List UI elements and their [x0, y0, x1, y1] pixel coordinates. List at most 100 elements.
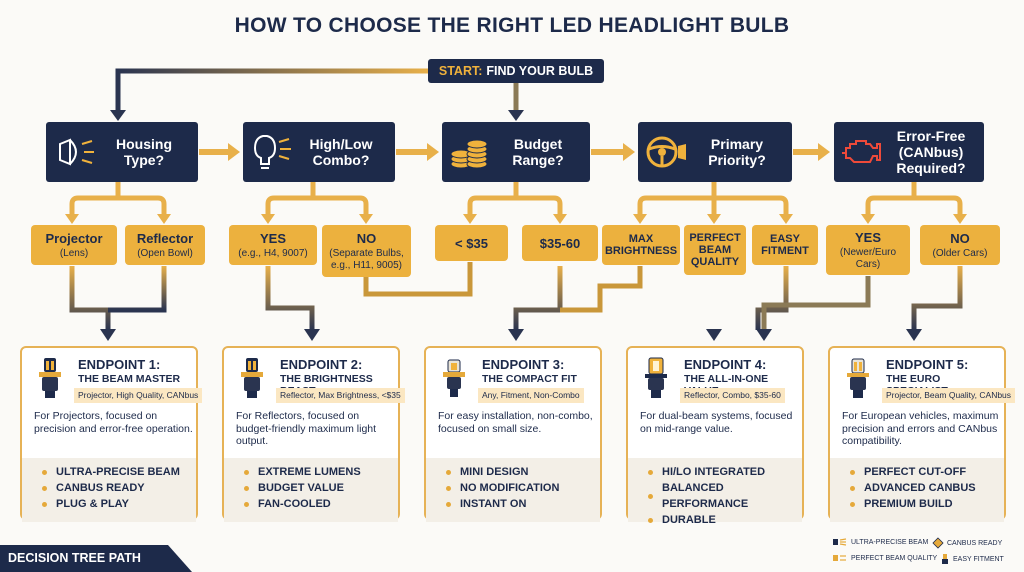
- question-text: High/Low Combo?: [309, 136, 373, 168]
- option-main: MAX BRIGHTNESS: [604, 233, 678, 257]
- endpoint-description: For easy installation, non-combo, focuse…: [438, 410, 593, 435]
- option-sub: (Lens): [59, 247, 89, 259]
- question-budget-range: Budget Range?: [442, 122, 590, 182]
- endpoint-description: For Reflectors, focused on budget-friend…: [236, 410, 377, 447]
- question-text: Housing Type?: [116, 136, 172, 168]
- beam-quality-icon: [833, 555, 846, 561]
- feature-item: BALANCED PERFORMANCE: [648, 480, 802, 512]
- legend-item: ULTRA-PRECISE BEAM: [833, 538, 928, 546]
- endpoint-name: THE COMPACT FIT: [482, 373, 577, 385]
- endpoint-tags: Reflector, Combo, $35-60: [680, 388, 785, 403]
- endpoint-tags: Any, Fitment, Non-Combo: [478, 388, 584, 403]
- legend-item: PERFECT BEAM QUALITY: [833, 554, 937, 562]
- endpoint-card-3: ENDPOINT 3: THE COMPACT FIT Any, Fitment…: [424, 346, 602, 522]
- feature-item: PERFECT CUT-OFF: [850, 464, 1004, 480]
- question-housing-type: Housing Type?: [46, 122, 198, 182]
- endpoint-features: MINI DESIGN NO MODIFICATION INSTANT ON: [426, 458, 600, 522]
- steering-wheel-icon: [646, 136, 686, 168]
- option-sub: (Newer/Euro Cars): [839, 246, 897, 270]
- option-canbus-no: NO (Older Cars): [920, 225, 1000, 265]
- option-sub: (Open Bowl): [137, 247, 193, 259]
- feature-item: ULTRA-PRECISE BEAM: [42, 464, 196, 480]
- option-sub: (Older Cars): [932, 247, 988, 259]
- decision-tree-path-label: DECISION TREE PATH: [8, 551, 141, 565]
- start-text: FIND YOUR BULB: [486, 64, 594, 78]
- path-lines: [69, 262, 963, 330]
- endpoint-description: For dual-beam systems, focused on mid-ra…: [640, 410, 793, 435]
- led-bulb-icon: [645, 357, 667, 398]
- endpoint-name: THE BEAM MASTER: [78, 373, 181, 385]
- option-perfect-beam-quality: PERFECT BEAM QUALITY: [684, 225, 746, 275]
- endpoint-title: ENDPOINT 1:: [78, 357, 161, 372]
- option-sub: (Separate Bulbs, e.g., H11, 9005): [329, 247, 404, 271]
- beam-icon: [833, 538, 847, 546]
- path-arrowheads: [100, 329, 922, 341]
- endpoint-features: ULTRA-PRECISE BEAM CANBUS READY PLUG & P…: [22, 458, 196, 522]
- decision-tree-path-banner: [0, 545, 192, 572]
- feature-item: PREMIUM BUILD: [850, 496, 1004, 512]
- page-title: HOW TO CHOOSE THE RIGHT LED HEADLIGHT BU…: [234, 14, 790, 37]
- coin-stack-icon: [450, 139, 488, 169]
- option-combo-no: NO (Separate Bulbs, e.g., H11, 9005): [322, 225, 411, 277]
- led-bulb-icon: [241, 358, 263, 398]
- option-main: EASY FITMENT: [761, 233, 809, 257]
- option-easy-fitment: EASY FITMENT: [752, 225, 818, 265]
- connector-start-loop: [115, 68, 428, 112]
- headlight-housing-icon: [59, 138, 94, 166]
- option-main: YES: [854, 229, 881, 245]
- endpoint-card-4: ENDPOINT 4: THE ALL-IN-ONE VALUE Reflect…: [626, 346, 804, 526]
- option-main: Projector: [45, 230, 103, 246]
- question-chain: [199, 143, 830, 161]
- option-canbus-yes: YES (Newer/Euro Cars): [826, 225, 910, 275]
- option-budget-under-35: < $35: [435, 225, 508, 261]
- question-high-low-combo: High/Low Combo?: [243, 122, 395, 182]
- option-main: $35-60: [539, 235, 581, 251]
- endpoint-title: ENDPOINT 2:: [280, 357, 363, 372]
- question-primary-priority: Primary Priority?: [638, 122, 792, 182]
- option-max-brightness: MAX BRIGHTNESS: [602, 225, 680, 265]
- feature-item: CANBUS READY: [42, 480, 196, 496]
- question-text: Primary Priority?: [708, 136, 766, 168]
- endpoint-tags: Projector, High Quality, CANbus: [74, 388, 203, 403]
- endpoint-card-2: ENDPOINT 2: THE BRIGHTNESS BEAST Reflect…: [222, 346, 405, 522]
- arrowhead: [110, 110, 126, 121]
- branch-lines: [69, 182, 963, 217]
- feature-item: NO MODIFICATION: [446, 480, 600, 496]
- question-canbus-required: Error-Free (CANbus) Required?: [834, 122, 984, 182]
- legend-item: EASY FITMENT: [941, 554, 1004, 564]
- option-main: Reflector: [136, 230, 194, 246]
- feature-item: HI/LO INTEGRATED: [648, 464, 802, 480]
- endpoint-tags: Reflector, Max Brightness, <$35: [276, 388, 405, 403]
- start-label: START:: [438, 64, 483, 78]
- endpoint-title: ENDPOINT 5:: [886, 357, 969, 372]
- feature-item: EXTREME LUMENS: [244, 464, 398, 480]
- option-combo-yes: YES (e.g., H4, 9007): [229, 225, 317, 265]
- option-budget-35-60: $35-60: [522, 225, 598, 261]
- arrowhead: [508, 110, 524, 121]
- feature-item: DURABLE: [648, 512, 802, 528]
- legend-item: CANBUS READY: [932, 537, 1002, 549]
- led-bulb-icon: [443, 359, 465, 397]
- option-main: YES: [259, 230, 286, 246]
- option-main: < $35: [455, 235, 488, 251]
- question-text: Budget Range?: [512, 136, 564, 168]
- endpoint-features: EXTREME LUMENS BUDGET VALUE FAN-COOLED: [224, 458, 398, 522]
- feature-item: INSTANT ON: [446, 496, 600, 512]
- feature-item: FAN-COOLED: [244, 496, 398, 512]
- check-engine-icon: [842, 140, 881, 163]
- option-reflector: Reflector (Open Bowl): [125, 225, 205, 265]
- endpoint-title: ENDPOINT 4:: [684, 357, 767, 372]
- feature-item: ADVANCED CANBUS: [850, 480, 1004, 496]
- endpoint-title: ENDPOINT 3:: [482, 357, 565, 372]
- option-main: NO: [950, 230, 970, 246]
- option-main: PERFECT BEAM QUALITY: [689, 232, 741, 268]
- led-bulb-icon: [39, 358, 61, 398]
- option-sub: (e.g., H4, 9007): [238, 247, 308, 259]
- endpoint-card-5: ENDPOINT 5: THE EURO SPECIALIST Projecto…: [828, 346, 1016, 522]
- branch-arrowheads: [65, 214, 967, 224]
- start-node: START: FIND YOUR BULB: [428, 59, 604, 83]
- option-projector: Projector (Lens): [31, 225, 117, 265]
- endpoint-description: For Projectors, focused on precision and…: [34, 410, 193, 435]
- endpoint-card-1: ENDPOINT 1: THE BEAM MASTER Projector, H…: [20, 346, 203, 522]
